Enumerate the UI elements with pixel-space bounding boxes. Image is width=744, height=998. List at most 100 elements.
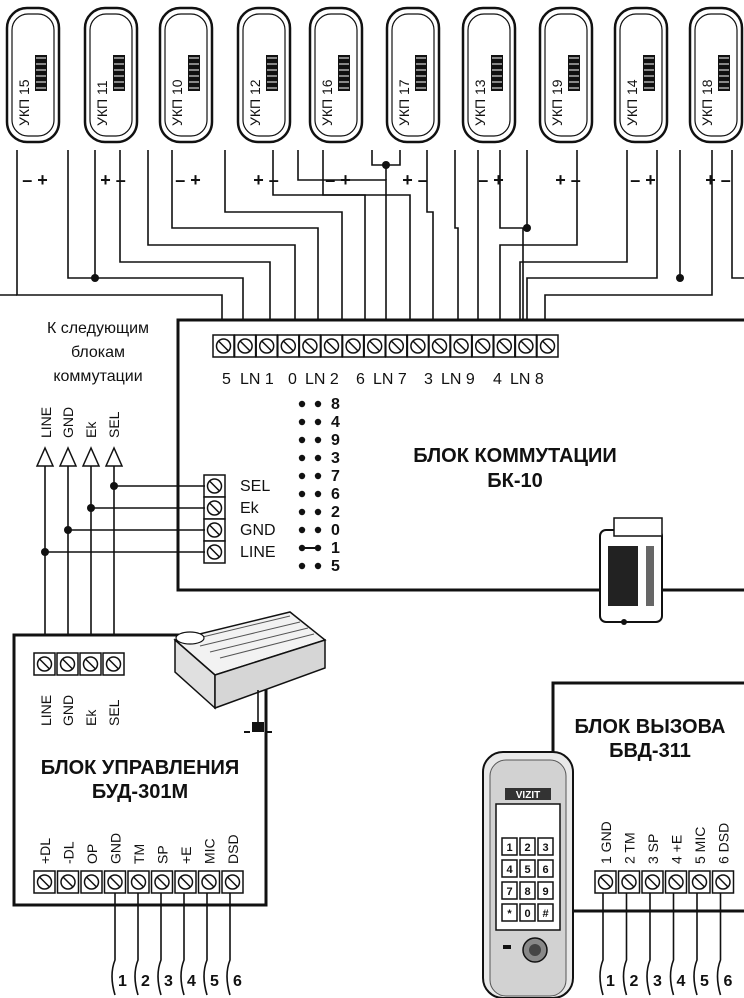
bud-top-terminals xyxy=(33,652,125,676)
bvd-terminals xyxy=(594,870,735,894)
next-signal-gnd: GND xyxy=(60,407,76,438)
bud-label-sel: SEL xyxy=(106,699,122,726)
next-signal-sel: SEL xyxy=(106,411,122,438)
bud-bottom-terminal-6 xyxy=(150,870,174,894)
jumper-number: 1 xyxy=(331,540,340,557)
bus-wiring xyxy=(44,466,205,650)
bvd-terminal-label: 6 DSD xyxy=(716,823,732,864)
bk10-label-3: 3 xyxy=(424,371,433,388)
bud-bottom-label: -DL xyxy=(61,841,77,864)
wire-junctions xyxy=(91,161,684,282)
handset-label: УКП 16 xyxy=(319,79,335,126)
handset-4: УКП 12 xyxy=(236,6,292,144)
bk10-terminal-16 xyxy=(536,334,559,358)
bud-bottom-label: OP xyxy=(84,844,100,864)
bud-bottom-terminal-2 xyxy=(56,870,80,894)
bk10-terminal-4 xyxy=(277,334,300,358)
handset-label: УКП 15 xyxy=(16,79,32,126)
wire-number: 6 xyxy=(233,973,242,990)
bk10-side-label-gnd: GND xyxy=(240,522,276,539)
bud-label-gnd: GND xyxy=(60,695,76,726)
bk10-label-0: 0 xyxy=(288,371,297,388)
bk10-label-6: 6 xyxy=(356,371,365,388)
bk10-terminal-12 xyxy=(449,334,473,358)
keypad-key: 2 xyxy=(524,842,530,854)
bk10-label-4: 4 xyxy=(493,371,502,388)
handset-8: УКП 19 xyxy=(538,6,594,144)
bk10-side-terminal-4 xyxy=(203,540,226,564)
bud-bottom-label: MIC xyxy=(202,838,218,864)
handset-7: УКП 13 xyxy=(461,6,517,144)
keypad-key: 1 xyxy=(506,842,512,854)
bk10-top-terminal-labels: 5 LN 1 0 LN 2 6 LN 7 3 LN 9 4 LN 8 xyxy=(222,371,544,388)
handset-label: УКП 19 xyxy=(549,79,565,126)
bvd-terminal-5 xyxy=(688,870,711,894)
handset-label: УКП 11 xyxy=(94,80,110,126)
bvd-terminal-4 xyxy=(664,870,688,894)
bk10-side-label-line: LINE xyxy=(240,544,276,561)
bus-junctions xyxy=(41,482,118,556)
handset-label: УКП 17 xyxy=(396,79,412,126)
handset-5: УКП 16 xyxy=(308,6,364,144)
handset-label: УКП 10 xyxy=(169,79,185,126)
bk10-terminal-14 xyxy=(493,334,516,358)
wire-number: 4 xyxy=(677,973,686,990)
bk10-title: БЛОК КОММУТАЦИИ xyxy=(413,445,617,467)
handset-1: УКП 15 xyxy=(5,6,61,144)
next-blocks-line1: К следующим xyxy=(47,320,149,337)
bud-bottom-terminal-4 xyxy=(103,870,127,894)
bud-bottom-terminal-7 xyxy=(174,870,197,894)
keypad-key: # xyxy=(542,908,548,920)
bk10-label-ln9: LN 9 xyxy=(441,371,475,388)
bud-bottom-label: +DL xyxy=(37,838,53,864)
polarity-label: + – xyxy=(100,170,126,190)
bvd-terminal-1 xyxy=(594,870,617,894)
handset-10: УКП 18 xyxy=(688,6,744,144)
handset-label: УКП 18 xyxy=(699,79,715,126)
bud-bottom-terminal-9 xyxy=(221,870,244,894)
bvd-terminal-label: 4 +E xyxy=(669,835,685,864)
keypad-key: 5 xyxy=(524,864,530,876)
bk10-label-5: 5 xyxy=(222,371,231,388)
bud-bottom-terminal-1 xyxy=(33,870,56,894)
bk10-power-adapter-image xyxy=(599,517,663,625)
bvd-terminal-label: 2 TM xyxy=(622,832,638,864)
bk10-side-terminal-1 xyxy=(203,474,226,498)
polarity-label: + – xyxy=(402,170,428,190)
bk10-label-ln7: LN 7 xyxy=(373,371,407,388)
bud-label-line: LINE xyxy=(38,695,54,726)
wire-number: 1 xyxy=(606,973,615,990)
bvd-terminal-label: 5 MIC xyxy=(692,827,708,864)
handset-label: УКП 12 xyxy=(247,79,263,126)
jumper-number: 8 xyxy=(331,396,340,413)
polarity-label: + – xyxy=(555,170,581,190)
keypad-key: 8 xyxy=(524,886,530,898)
polarity-label: + – xyxy=(253,170,279,190)
bk10-label-ln8: LN 8 xyxy=(510,371,544,388)
bk10-side-terminals xyxy=(203,474,226,564)
bud-bottom-label: +E xyxy=(178,846,194,864)
jumper-number: 2 xyxy=(331,504,340,521)
bud-top-terminal-labels: LINE GND Ek SEL xyxy=(38,695,122,726)
bud-bottom-terminal-8 xyxy=(197,870,221,894)
bvd-model: БВД-311 xyxy=(609,740,691,762)
bk10-label-ln1: LN 1 xyxy=(240,371,274,388)
bud-bottom-label: SP xyxy=(155,845,171,864)
bk10-terminal-13 xyxy=(471,334,494,358)
bk10-terminal-1 xyxy=(212,334,235,358)
keypad-key: 4 xyxy=(506,864,513,876)
bk10-terminal-6 xyxy=(320,334,343,358)
jumper-number: 5 xyxy=(331,558,340,575)
bud-bottom-terminal-5 xyxy=(127,870,150,894)
jumper-number: 6 xyxy=(331,486,340,503)
next-blocks-signal-labels: LINE GND Ek SEL xyxy=(38,407,122,438)
call-panel-brand: VIZIT xyxy=(516,790,540,801)
bud-bottom-terminals xyxy=(33,870,244,894)
bud-model: БУД-301М xyxy=(92,781,188,803)
bud-top-terminal-1 xyxy=(33,652,56,676)
bvd-terminal-label: 3 SP xyxy=(645,834,661,864)
